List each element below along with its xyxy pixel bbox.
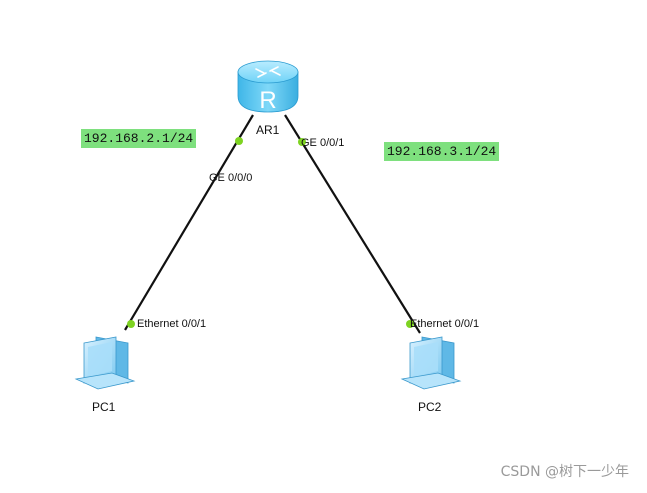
link-ar1-pc1[interactable] — [124, 114, 254, 331]
router-glyph: R — [259, 87, 276, 114]
ip-label-left: 192.168.2.1/24 — [81, 129, 197, 148]
port-label-ar1-ge001: GE 0/0/1 — [301, 137, 345, 149]
pc-icon[interactable] — [400, 336, 462, 390]
ip-label-right: 192.168.3.1/24 — [384, 142, 500, 161]
port-dot-ar1-ge001[interactable] — [298, 138, 306, 146]
router-icon[interactable]: R — [237, 60, 299, 114]
watermark-text: CSDN @树下一少年 — [500, 464, 629, 480]
port-label-pc1: Ethernet 0/0/1 — [137, 318, 207, 330]
pc-icon[interactable] — [74, 336, 136, 390]
port-dot-pc1-eth[interactable] — [127, 320, 135, 328]
port-label-ar1-ge000: GE 0/0/0 — [209, 172, 253, 184]
port-dot-ar1-ge000[interactable] — [235, 137, 243, 145]
router-label: AR1 — [256, 123, 280, 137]
pc2-label: PC2 — [418, 400, 442, 414]
port-dot-pc2-eth[interactable] — [406, 320, 414, 328]
pc1-label: PC1 — [92, 400, 116, 414]
port-label-pc2: Ethernet 0/0/1 — [410, 318, 480, 330]
link-ar1-pc2[interactable] — [284, 114, 421, 334]
